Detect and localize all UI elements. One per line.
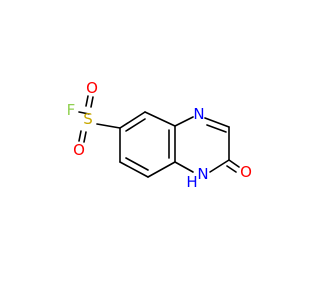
bond-s-o-bottom	[78, 130, 82, 142]
bonds	[78, 95, 240, 178]
bond-s-f	[78, 111, 90, 115]
bond-c3-n	[174, 116, 194, 127]
bond-n-ch-inner	[206, 124, 227, 133]
sulfonyl-oxygen-top-label: O	[86, 79, 98, 97]
bond-c-o	[228, 159, 240, 168]
carbonyl-oxygen-label: O	[240, 163, 252, 181]
bond-c4-c5	[147, 161, 176, 178]
fluorine-atom-label: F	[67, 101, 76, 119]
bond-c1-c2-inner	[125, 118, 146, 132]
bond-co-nh	[209, 159, 230, 173]
bond-c-o-2	[226, 165, 237, 173]
bond-s-c	[96, 123, 121, 129]
ring-nh-hydrogen-label: H	[186, 173, 197, 191]
bond-nh-c4	[174, 161, 194, 173]
sulfonyl-oxygen-bottom-label: O	[73, 141, 85, 159]
bond-s-o-top	[85, 95, 89, 107]
bond-c5-c6	[119, 161, 149, 178]
bond-s-o-bottom-2	[83, 131, 87, 143]
bond-c1-c2	[119, 111, 146, 129]
ring-nh-nitrogen-label: N	[197, 165, 208, 183]
bond-s-o-top-2	[90, 96, 94, 108]
sulfur-atom-label: S	[83, 110, 93, 128]
bond-c5-c6-inner	[125, 157, 149, 171]
bond-c2-c3	[144, 111, 176, 127]
bond-n-ch	[204, 117, 230, 128]
atom-labels: F S O O N N H O	[67, 79, 252, 191]
molecule-structure: F S O O N N H O	[66, 79, 252, 191]
ring-nitrogen-label: N	[193, 105, 204, 123]
